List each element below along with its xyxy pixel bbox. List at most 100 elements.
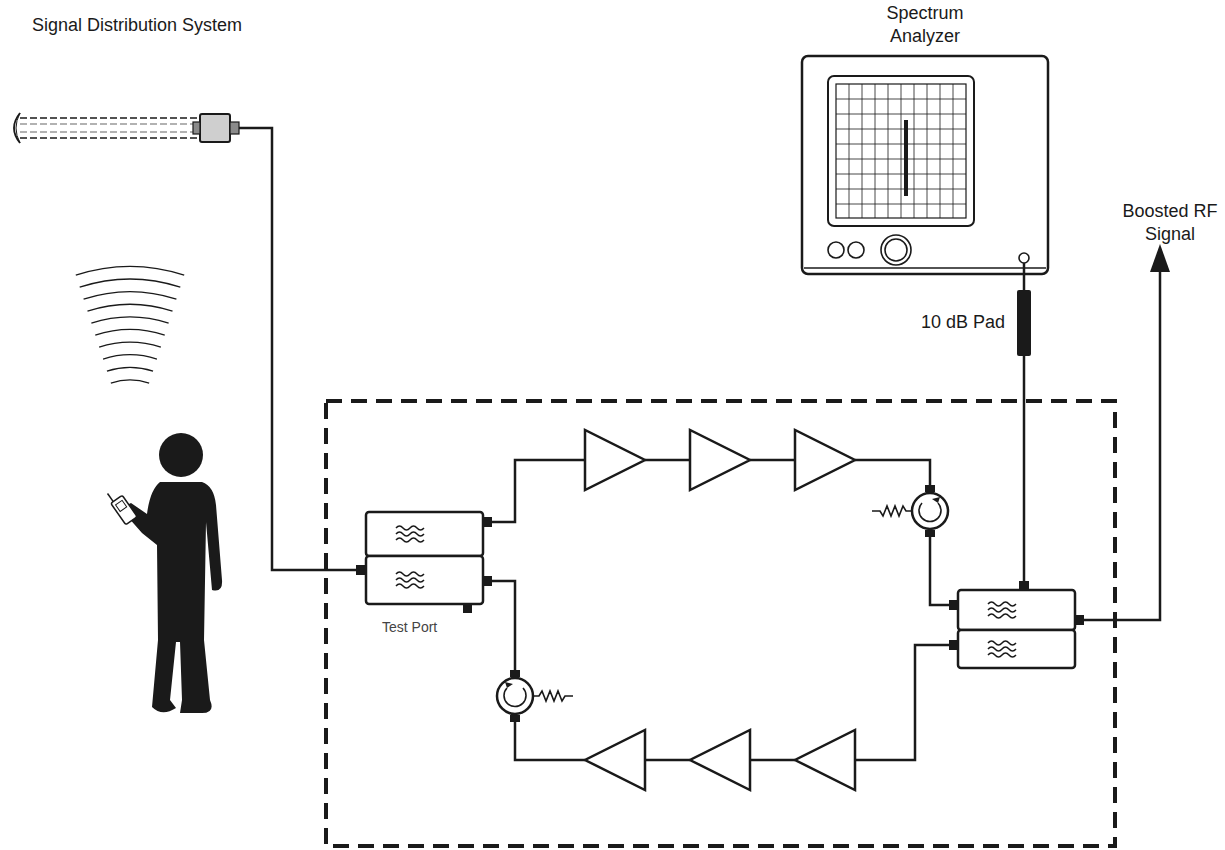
coax-cable-part (14, 113, 20, 143)
pad-label: 10 dB Pad (921, 311, 1005, 334)
circulator-part (510, 715, 520, 722)
port-label: Test Port (382, 618, 472, 636)
wave-arc (103, 355, 157, 359)
grid-line (836, 114, 966, 115)
grid-line (862, 84, 863, 218)
downlink-path-part (855, 645, 949, 760)
coax-cable (14, 113, 198, 143)
screen-grid (836, 84, 966, 218)
right-duplexer (949, 581, 1084, 668)
grid-line (836, 144, 966, 145)
person-silhouette-part (105, 487, 137, 525)
output-label: Boosted RF Signal (1120, 200, 1220, 247)
person-silhouette-part-part (111, 495, 137, 524)
downlink-path-part (750, 759, 795, 762)
uplink-path-part (645, 459, 690, 462)
coupler (193, 114, 239, 142)
right-duplexer-part (988, 602, 1016, 618)
left-duplexer-part (366, 556, 483, 604)
feed-cable (239, 128, 358, 570)
left-duplexer-part (463, 604, 472, 613)
radio-waves (76, 267, 184, 383)
amplifier-enclosure (326, 401, 1115, 846)
uplink-path-part (930, 536, 949, 605)
downlink-path (492, 581, 949, 790)
grid-frame (836, 84, 966, 218)
grid-line (836, 174, 966, 175)
uplink-path-part (795, 430, 855, 490)
right-duplexer-part (949, 640, 958, 650)
grid-line (940, 84, 941, 218)
tuning-knob (881, 235, 911, 265)
grid-line (953, 84, 954, 218)
circulator (872, 485, 948, 537)
coax-cable-part (20, 131, 198, 132)
grid-line (914, 84, 915, 218)
person-silhouette-part-part (116, 500, 127, 511)
tuning-knob (885, 239, 907, 261)
coax-cable-part (20, 123, 198, 124)
button (848, 242, 864, 258)
circulator-part (919, 503, 941, 522)
circulator (497, 670, 573, 722)
coax-cable-part (16, 113, 20, 143)
coupler-part (230, 122, 239, 134)
button (828, 242, 844, 258)
circulator-part (912, 493, 948, 529)
circulator-part (925, 530, 935, 537)
left-duplexer-part (396, 526, 424, 542)
left-duplexer-part (356, 565, 366, 575)
wave-arc (87, 304, 172, 311)
wave-arc (107, 367, 153, 371)
coax-cable-part (20, 117, 198, 119)
grid-line (836, 159, 966, 160)
left-duplexer-part (483, 517, 492, 527)
device-heading: Spectrum Analyzer (870, 2, 980, 49)
wave-arc (91, 317, 168, 323)
uplink-path (492, 430, 949, 605)
circulator-part (497, 678, 533, 714)
right-duplexer-part (988, 641, 1016, 657)
uplink-path-part (855, 460, 930, 486)
downlink-path-part (795, 730, 855, 790)
port-stub (1023, 263, 1026, 277)
circulator-part (533, 691, 573, 701)
wave-arc (95, 330, 164, 336)
test-cable (1023, 356, 1026, 581)
right-duplexer-part (958, 630, 1075, 668)
spectrum-analyzer: Spectrum Analyzer (800, 0, 1050, 277)
circulator-part (932, 497, 940, 503)
downlink-path-part (515, 721, 585, 760)
circulator-part (510, 670, 520, 677)
coax-connector (1023, 277, 1026, 290)
grid-line (849, 84, 850, 218)
wave-arc (99, 342, 161, 347)
coupler-part (193, 122, 200, 134)
left-duplexer (356, 512, 492, 613)
circulator-part (925, 485, 935, 492)
right-duplexer-part (949, 600, 958, 610)
wave-arc (111, 380, 149, 383)
grid-line (888, 84, 889, 218)
wave-arc (76, 267, 184, 276)
coupler-part (200, 114, 230, 142)
input-port (1019, 253, 1029, 263)
uplink-path-part (750, 459, 795, 462)
output-arrow (1084, 244, 1170, 620)
grid-line (836, 189, 966, 190)
attenuator-pad: 10 dB Pad (1017, 290, 1031, 356)
person-silhouette-part (159, 433, 203, 477)
uplink-path-part (585, 430, 645, 490)
coax-cable-part (20, 137, 198, 139)
grid-line (875, 84, 876, 218)
circulator-part (872, 506, 912, 516)
circulator-part (504, 688, 526, 707)
signal-trace (904, 120, 908, 196)
left-duplexer-part (366, 512, 483, 556)
left-duplexer-part (396, 572, 424, 588)
downlink-path-part (645, 759, 690, 762)
left-duplexer-part (483, 576, 492, 586)
grid-line (836, 129, 966, 130)
grid-line (901, 84, 902, 218)
